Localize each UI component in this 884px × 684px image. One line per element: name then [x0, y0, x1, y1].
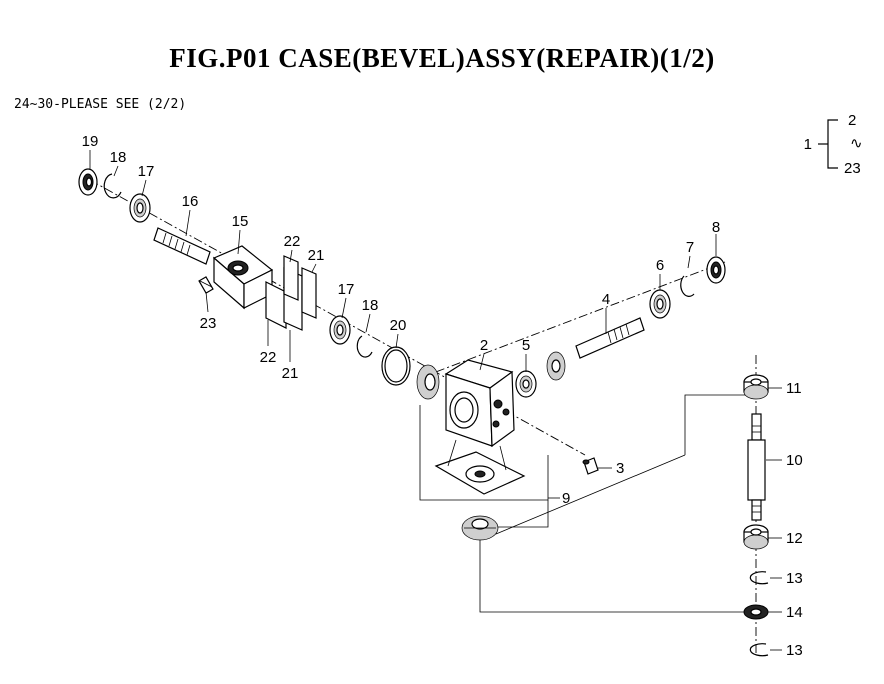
part-15-housing [212, 245, 274, 310]
callout-3: 3 [616, 460, 624, 477]
part-3-plug [582, 457, 599, 475]
part-10-vertical-shaft [747, 413, 766, 521]
part-17-bearing-2 [329, 315, 351, 345]
callout-13-second: 13 [786, 642, 803, 659]
bracket-last-label: 23 [844, 160, 861, 177]
part-21-gasket-upper [301, 267, 317, 319]
part-22-shim [265, 281, 287, 329]
reference-note: 24~30-PLEASE SEE (2/2) [14, 97, 186, 112]
callout-18: 18 [110, 149, 127, 166]
bevel-gear-right [546, 351, 566, 381]
part-23-bolt [198, 276, 214, 294]
part-11-bearing [743, 374, 769, 400]
callout-21: 21 [308, 247, 325, 264]
callout-22-second: 22 [260, 349, 277, 366]
callout-7: 7 [686, 239, 694, 256]
callout-13: 13 [786, 570, 803, 587]
callout-11: 11 [786, 380, 802, 397]
callout-5: 5 [522, 337, 530, 354]
callout-17: 17 [138, 163, 155, 180]
bracket-parent-label: 1 [804, 136, 812, 153]
callout-15: 15 [232, 213, 249, 230]
part-19-oil-seal [78, 168, 98, 196]
leader-lines [89, 150, 782, 651]
callout-22: 22 [284, 233, 301, 250]
callout-10: 10 [786, 452, 803, 469]
callout-8: 8 [712, 219, 720, 236]
part-20-o-ring [381, 346, 411, 386]
callout-9: 9 [562, 490, 570, 507]
callout-20: 20 [390, 317, 407, 334]
part-14-oil-seal [743, 604, 769, 620]
part-4-shaft [575, 317, 645, 359]
part-5-bearing [515, 370, 537, 398]
callout-12: 12 [786, 530, 803, 547]
callout-17-second: 17 [338, 281, 355, 298]
part-13-snap-ring [749, 571, 769, 585]
bracket-range-symbol: ∿ [850, 135, 863, 152]
callout-18-second: 18 [362, 297, 379, 314]
bracket-first-label: 2 [848, 112, 856, 129]
part-12-bearing [743, 524, 769, 550]
part-9-bevel-gear [461, 515, 499, 541]
part-18-snap-ring [103, 173, 122, 199]
callout-21-second: 21 [282, 365, 299, 382]
bevel-gear-left [416, 364, 440, 400]
part-6-bearing [649, 289, 671, 319]
part-13-snap-ring-2 [749, 643, 769, 657]
callout-23: 23 [200, 315, 217, 332]
assembly-bracket: 1 2 ∿ 23 [804, 112, 863, 177]
part-7-snap-ring [680, 275, 695, 297]
part-18-snap-ring-2 [356, 335, 373, 358]
part-17-bearing [129, 193, 151, 223]
part-16-shaft [153, 227, 211, 265]
part-22-shim-upper [283, 255, 299, 301]
figure-title: FIG.P01 CASE(BEVEL)ASSY(REPAIR)(1/2) [169, 43, 715, 73]
part-8-oil-seal [706, 256, 726, 284]
part-2-gear-case [434, 359, 526, 495]
callout-16: 16 [182, 193, 199, 210]
callout-14: 14 [786, 604, 803, 621]
callout-2: 2 [480, 337, 488, 354]
callout-6: 6 [656, 257, 664, 274]
callout-19: 19 [82, 133, 99, 150]
callout-4: 4 [602, 291, 610, 308]
